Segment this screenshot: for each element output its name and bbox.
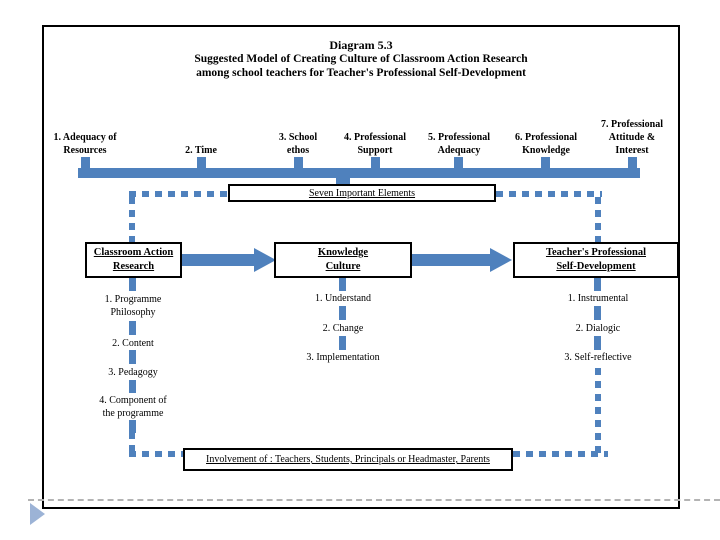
- list-item: 1. Programme Philosophy: [104, 294, 162, 318]
- element-label-1: 1. Adequacy of Resources: [53, 132, 117, 156]
- knowledge-culture-box: Knowledge Culture: [274, 242, 412, 278]
- connector-stub: [339, 306, 346, 320]
- connector-stub: [541, 157, 550, 169]
- element-label-5: 5. Professional Adequacy: [427, 132, 491, 156]
- seven-important-elements-label: Seven Important Elements: [308, 187, 416, 199]
- classroom-action-research-box: Classroom Action Research: [85, 242, 182, 278]
- title-line-3: among school teachers for Teacher's Prof…: [196, 67, 526, 79]
- list-item: 4. Component of the programme: [99, 395, 167, 419]
- connector-stub: [81, 157, 90, 169]
- connector-stub: [197, 157, 206, 169]
- flow-arrow-1-head-icon: [254, 248, 276, 272]
- classroom-action-research-label: Classroom Action Research: [93, 247, 174, 272]
- flow-arrow-2-head-icon: [490, 248, 512, 272]
- connector-stub: [129, 321, 136, 335]
- list-item: 1. Instrumental: [567, 293, 629, 304]
- seven-important-elements-box: Seven Important Elements: [228, 184, 496, 202]
- element-label-7: 7. Professional Attitude & Interest: [600, 119, 664, 156]
- connector-stub: [594, 336, 601, 350]
- teachers-professional-self-development-label: Teacher's Professional Self-Development: [545, 247, 647, 272]
- element-label-3: 3. School ethos: [278, 132, 318, 156]
- connector-stub: [339, 278, 346, 291]
- diagram-title: Diagram 5.3 Suggested Model of Creating …: [42, 38, 680, 80]
- element-label-6: 6. Professional Knowledge: [514, 132, 578, 156]
- dotted-border-right-upper: [595, 197, 601, 242]
- dotted-border-right-lower: [595, 368, 601, 453]
- connector-stub: [628, 157, 637, 169]
- title-line-2: Suggested Model of Creating Culture of C…: [194, 53, 528, 65]
- connector-stub: [129, 278, 136, 291]
- connector-stub: [129, 380, 136, 393]
- list-item: 3. Self-reflective: [564, 352, 632, 363]
- dotted-border-top-right: [496, 191, 602, 197]
- teachers-professional-self-development-box: Teacher's Professional Self-Development: [513, 242, 679, 278]
- connector-stub: [336, 178, 350, 186]
- connector-stub: [129, 420, 136, 433]
- template-triangle-icon: [30, 503, 45, 525]
- list-item: 2. Dialogic: [575, 323, 621, 334]
- template-dashed-rule: [28, 499, 720, 501]
- list-item: 3. Pedagogy: [108, 367, 158, 378]
- dotted-border-left-upper: [129, 197, 135, 242]
- dotted-border-top-left: [129, 191, 228, 197]
- dotted-border-left-lower: [129, 432, 135, 453]
- element-label-4: 4. Professional Support: [343, 132, 407, 156]
- connector-stub: [371, 157, 380, 169]
- flow-arrow-1-shaft: [182, 254, 254, 266]
- list-item: 1. Understand: [314, 293, 372, 304]
- dotted-border-bottom-right: [513, 451, 608, 457]
- involvement-label: Involvement of : Teachers, Students, Pri…: [206, 454, 490, 465]
- list-item: 2. Change: [322, 323, 364, 334]
- bracket-bar: [78, 168, 640, 178]
- connector-stub: [294, 157, 303, 169]
- involvement-box: Involvement of : Teachers, Students, Pri…: [183, 448, 513, 471]
- connector-stub: [594, 306, 601, 320]
- connector-stub: [594, 278, 601, 291]
- title-line-1: Diagram 5.3: [329, 38, 393, 52]
- dotted-border-bottom-left: [129, 451, 183, 457]
- connector-stub: [339, 336, 346, 350]
- element-label-2: 2. Time: [185, 145, 217, 156]
- knowledge-culture-label: Knowledge Culture: [317, 247, 369, 272]
- connector-stub: [454, 157, 463, 169]
- connector-stub: [129, 350, 136, 364]
- flow-arrow-2-shaft: [412, 254, 490, 266]
- list-item: 3. Implementation: [306, 352, 380, 363]
- list-item: 2. Content: [112, 338, 154, 349]
